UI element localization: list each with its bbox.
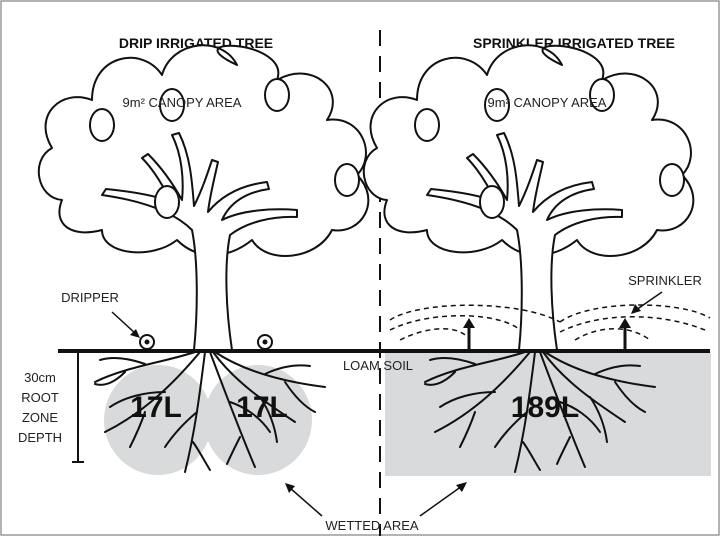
dripper-icon (258, 335, 272, 349)
sprinkler-head-icon (619, 318, 631, 349)
wetted-area-label: WETTED AREA (325, 518, 419, 533)
sprinkler-label: SPRINKLER (628, 273, 702, 288)
sprinkler-arrow-icon (631, 292, 662, 314)
sprinkler-canopy-label: 9m² CANOPY AREA (488, 95, 607, 110)
wetted-area-arrow-icon (285, 483, 322, 516)
drip-volume-right: 17L (236, 391, 288, 424)
soil-label: LOAM SOIL (343, 358, 413, 373)
drip-volume-left: 17L (130, 391, 182, 424)
root-zone-depth-line-3: ZONE (22, 410, 58, 425)
root-zone-depth-bracket (72, 352, 84, 462)
root-zone-depth-line-2: ROOT (21, 390, 59, 405)
root-zone-depth-line-1: 30cm (24, 370, 56, 385)
root-zone-depth-line-4: DEPTH (18, 430, 62, 445)
dripper-label: DRIPPER (61, 290, 119, 305)
drip-canopy-label: 9m² CANOPY AREA (123, 95, 242, 110)
wetted-area-arrow-icon (420, 482, 467, 516)
sprinkler-head-icon (463, 318, 475, 349)
dripper-arrow-icon (112, 312, 140, 338)
dripper-icon (140, 335, 154, 349)
sprinkler-volume: 189L (511, 391, 579, 424)
